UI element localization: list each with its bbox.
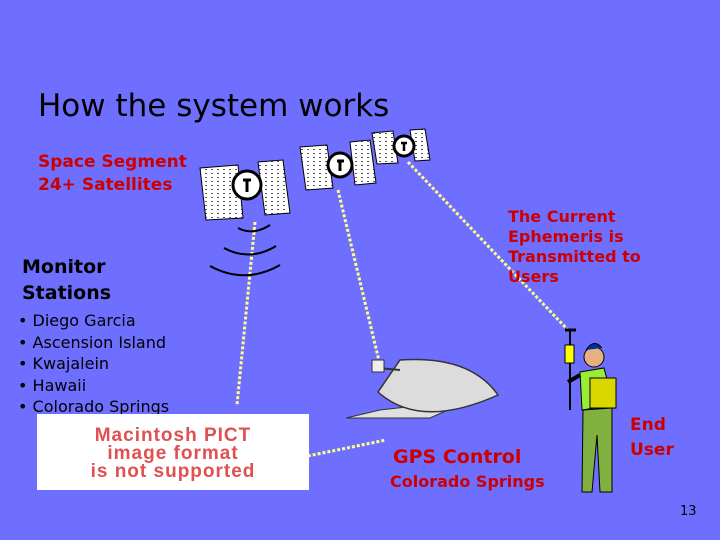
satellite-count-label: 24+ Satellites: [38, 175, 172, 195]
page-title: How the system works: [38, 88, 389, 124]
list-item: Hawaii: [18, 375, 169, 397]
satellite-icon: [372, 129, 430, 164]
satellite-icon: [200, 160, 290, 220]
page-number: 13: [680, 504, 697, 519]
satellite-dish-icon: [346, 359, 498, 418]
list-item: Kwajalein: [18, 353, 169, 375]
space-segment-label: Space Segment: [38, 152, 187, 172]
monitor-stations-label: Monitor: [22, 256, 106, 278]
gps-control-location: Colorado Springs: [390, 472, 545, 491]
end-user-label: End: [630, 415, 666, 435]
list-item: Diego Garcia: [18, 310, 169, 332]
gps-control-label: GPS Control: [393, 446, 521, 468]
satellite-icon: [300, 140, 376, 190]
end-user-label-line2: User: [630, 440, 674, 460]
stations-list: Diego Garcia Ascension Island Kwajalein …: [18, 310, 169, 418]
list-item: Ascension Island: [18, 332, 169, 354]
placeholder-line: is not supported: [37, 463, 309, 481]
monitor-stations-label-line2: Stations: [22, 282, 111, 304]
ephemeris-label: The Current Ephemeris is Transmitted to …: [508, 207, 658, 287]
unsupported-image-placeholder: Macintosh PICT image format is not suppo…: [37, 414, 309, 490]
radio-waves-icon: [210, 225, 280, 275]
gps-user-icon: [565, 330, 616, 492]
